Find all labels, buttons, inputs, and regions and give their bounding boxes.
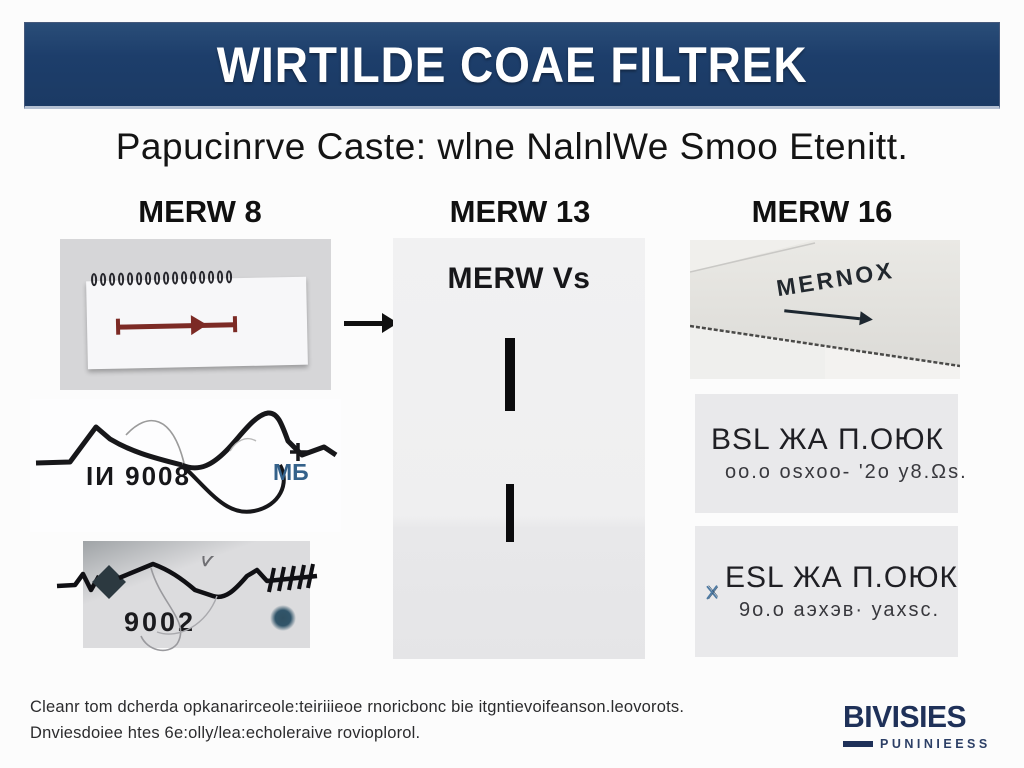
footer-caption-line2: Dnviesdoiee htes 6e:olly/lea:echoleraive… xyxy=(30,724,421,742)
spec-box-2: ESL ЖА П.ОЮК 9о.о аэхэв· уахsс. xyxy=(695,526,958,657)
sketch-tag: МБ xyxy=(273,459,309,485)
column-header-merw-16: MERW 16 xyxy=(751,194,893,229)
page-subtitle: Papucinrve Caste: wlne NalnlWe Smoo Eten… xyxy=(115,126,909,167)
spiral-binding-icon xyxy=(90,270,233,287)
sketch-label: IИ 9008 xyxy=(86,461,191,491)
column-header-merw-13: MERW 13 xyxy=(449,194,591,229)
flow-arrow-icon xyxy=(344,313,400,333)
divider-bar-top xyxy=(505,338,515,411)
filter-surface-graphic xyxy=(690,240,960,379)
column-header-merw-8: MERW 8 xyxy=(138,194,262,229)
footer-caption-line1: Cleanr tom dcherda opkanarirceole:teirii… xyxy=(30,698,685,716)
logo-underline xyxy=(843,741,873,747)
notepad-card xyxy=(86,270,308,370)
spec-box-1: BSL ЖА П.ОЮК оо.о оsхоо- '2о у8.Ωs. xyxy=(695,394,966,513)
fiber-sketch-panel: IИ 9008 МБ xyxy=(30,399,341,532)
fiber-photo-panel: 9002 xyxy=(83,541,310,648)
logo-subtitle: PUNINIEESS xyxy=(880,737,991,751)
header-banner: WIRTILDE COAE FILTREK xyxy=(24,22,1000,109)
fiber-dot-icon xyxy=(270,605,296,631)
divider-bar-bottom xyxy=(506,484,514,542)
spec-title: ESL ЖА П.ОЮК xyxy=(725,561,958,594)
notepad-photo-panel xyxy=(60,239,331,390)
logo-title: BIVISIES xyxy=(843,699,967,734)
filter-photo-panel: MERNOX xyxy=(690,240,960,379)
spec-subtitle: оо.о оsхоо- '2о у8.Ωs. xyxy=(725,461,968,483)
fiber-zigzag-icon xyxy=(56,556,318,652)
spec-title: BSL ЖА П.ОЮК xyxy=(711,423,944,456)
x-mark-icon xyxy=(706,584,719,599)
squiggle-line-icon xyxy=(35,410,338,514)
middle-comparison-panel: MERW Vs xyxy=(393,238,645,659)
brand-logo: BIVISIES PUNINIEESS xyxy=(843,699,1023,751)
middle-caption: MERW Vs xyxy=(447,262,591,295)
spec-subtitle: 9о.о аэхэв· уахsс. xyxy=(739,599,941,621)
page-title: WIRTILDE COAE FILTREK xyxy=(216,36,808,93)
